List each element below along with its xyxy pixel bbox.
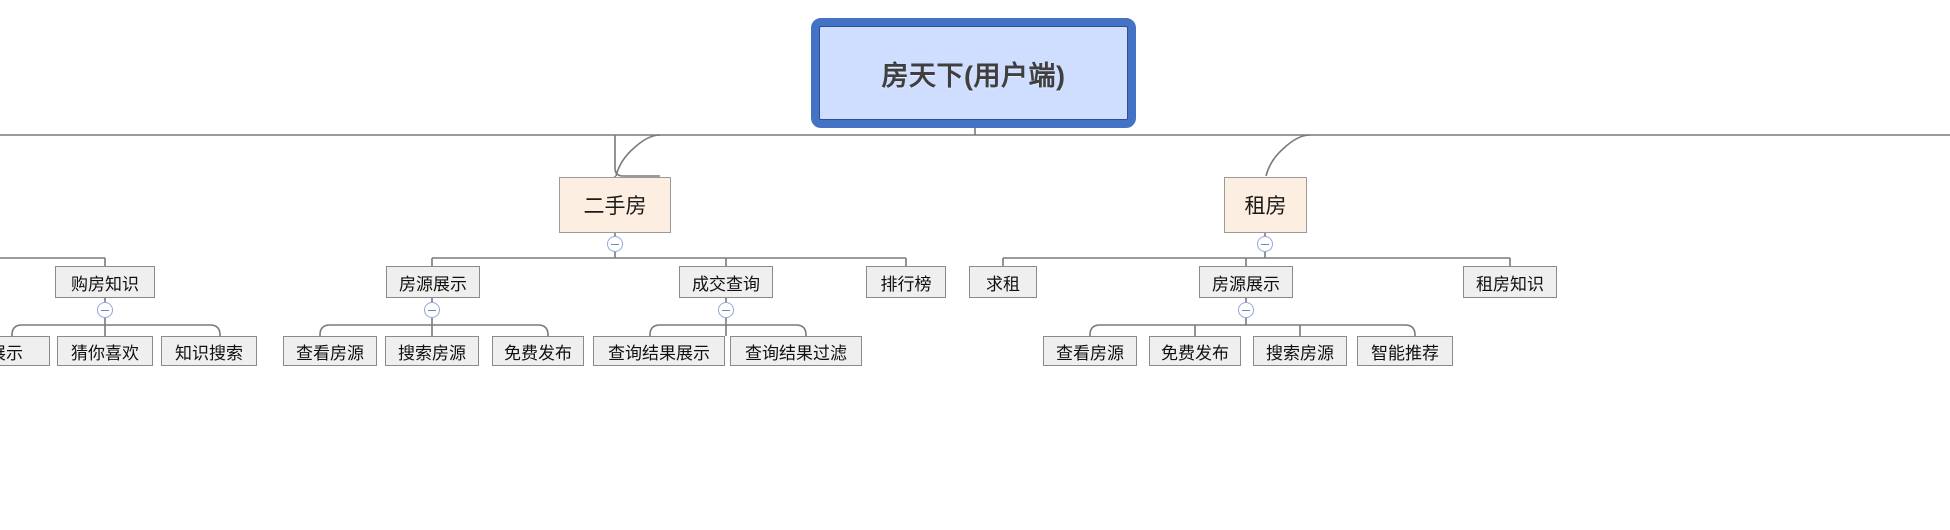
node-leaf-mianfeifabu-2[interactable]: 免费发布 xyxy=(1149,336,1241,366)
node-leaf-zhishisousuo[interactable]: 知识搜索 xyxy=(161,336,257,366)
node-leaf-sousuofangyuan-2[interactable]: 搜索房源 xyxy=(1253,336,1347,366)
collapse-minus-icon-fangyuanzhanshi-2[interactable] xyxy=(1238,302,1254,318)
node-leaf-zhanshi[interactable]: 展示 xyxy=(0,336,50,366)
node-fangyuanzhanshi-1[interactable]: 房源展示 xyxy=(386,266,480,298)
node-qiuzu[interactable]: 求租 xyxy=(969,266,1037,298)
collapse-minus-icon-ershoufang[interactable] xyxy=(607,236,623,252)
collapse-minus-icon-chengjiaochaxun[interactable] xyxy=(718,302,734,318)
node-chengjiaochaxun[interactable]: 成交查询 xyxy=(679,266,773,298)
node-leaf-chakanfangyuan-1[interactable]: 查看房源 xyxy=(283,336,377,366)
node-leaf-chaxunjieguoguolv[interactable]: 查询结果过滤 xyxy=(730,336,862,366)
node-leaf-zhinengtuijian[interactable]: 智能推荐 xyxy=(1357,336,1453,366)
node-zufangzhishi[interactable]: 租房知识 xyxy=(1463,266,1557,298)
node-paihangbang[interactable]: 排行榜 xyxy=(866,266,946,298)
collapse-minus-icon-goufangzhishi[interactable] xyxy=(97,302,113,318)
root-node-label: 房天下(用户端) xyxy=(819,26,1128,120)
node-zufang[interactable]: 租房 xyxy=(1224,177,1307,233)
node-goufangzhishi[interactable]: 购房知识 xyxy=(55,266,155,298)
node-leaf-chaxunjieguozhanshi[interactable]: 查询结果展示 xyxy=(593,336,725,366)
collapse-minus-icon-zufang[interactable] xyxy=(1257,236,1273,252)
node-leaf-chakanfangyuan-2[interactable]: 查看房源 xyxy=(1043,336,1137,366)
node-leaf-sousuofangyuan-1[interactable]: 搜索房源 xyxy=(385,336,479,366)
node-fangyuanzhanshi-2[interactable]: 房源展示 xyxy=(1199,266,1293,298)
node-leaf-mianfeifabu-1[interactable]: 免费发布 xyxy=(492,336,584,366)
collapse-minus-icon-fangyuanzhanshi-1[interactable] xyxy=(424,302,440,318)
node-leaf-cainixihuan[interactable]: 猜你喜欢 xyxy=(57,336,153,366)
root-node[interactable]: 房天下(用户端) xyxy=(811,18,1136,128)
node-ershoufang[interactable]: 二手房 xyxy=(559,177,671,233)
